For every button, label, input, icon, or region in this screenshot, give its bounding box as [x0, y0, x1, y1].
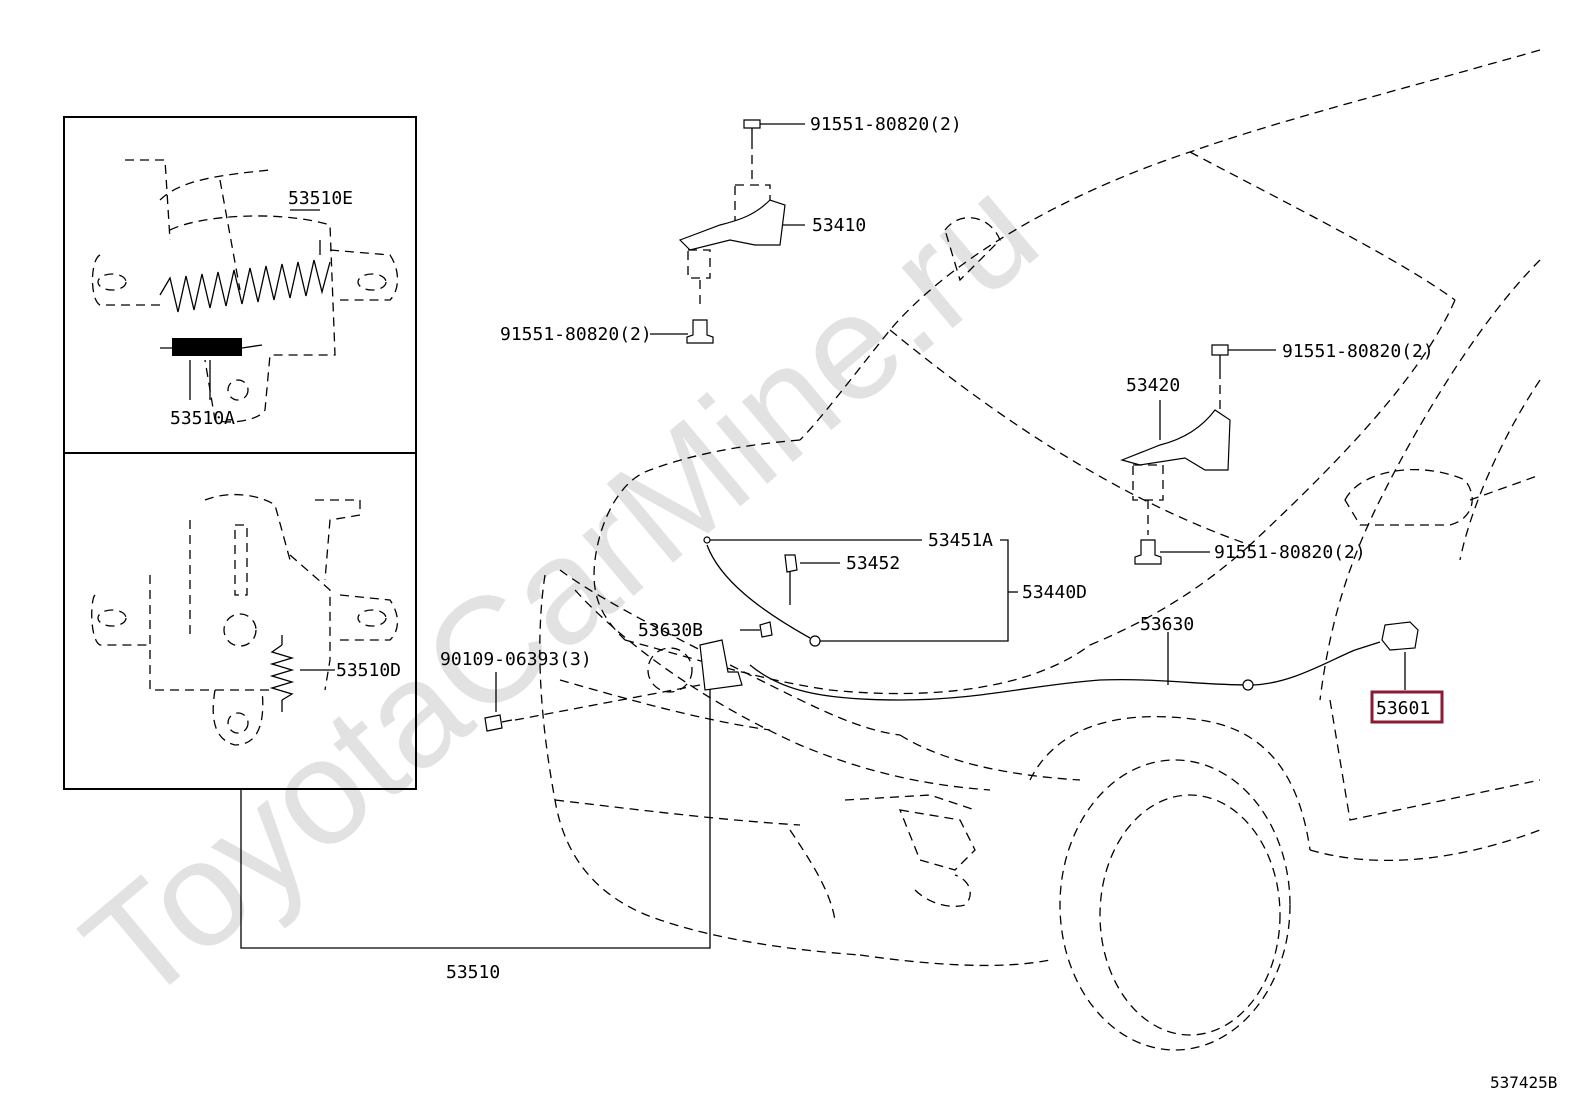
label-53510A: 53510A [170, 408, 235, 429]
label-53510: 53510 [446, 962, 500, 983]
label-53410: 53410 [812, 215, 866, 236]
label-53510E: 53510E [288, 188, 353, 209]
car-body-outline [539, 49, 1541, 1051]
inset-lock-top: 53510E 53510A [63, 116, 417, 454]
highlight-box [1370, 690, 1444, 724]
label-53510D: 53510D [336, 660, 401, 681]
spring-a-shape [172, 338, 242, 356]
label-bolt-hinge-l-top: 91551-80820(2) [810, 114, 962, 135]
hinge-left: 91551-80820(2) 53410 91551-80820(2) [500, 114, 962, 345]
support-rod: 53451A 53452 53440D [703, 530, 1087, 647]
spring-e-shape [159, 259, 331, 313]
label-53630B: 53630B [638, 620, 703, 641]
hinge-right: 91551-80820(2) 53420 91551-80820(2) [1120, 341, 1434, 565]
label-53451A: 53451A [928, 530, 993, 551]
label-53440D: 53440D [1022, 582, 1087, 603]
diagram-id: 537425B [1490, 1073, 1557, 1092]
inset-lock-bottom: 53510D [63, 452, 417, 790]
label-53420: 53420 [1126, 375, 1180, 396]
release-lever-callout[interactable]: 53601 [1370, 652, 1444, 724]
label-53630: 53630 [1140, 614, 1194, 635]
leader-53510 [240, 688, 711, 949]
spring-d-shape [269, 644, 295, 701]
label-53452: 53452 [846, 553, 900, 574]
watermark: ToyotaCarMine.ru [53, 145, 1068, 1035]
label-53601: 53601 [1376, 698, 1430, 719]
label-bolt-hinge-r-top: 91551-80820(2) [1282, 341, 1434, 362]
label-90109-06393: 90109-06393(3) [440, 649, 592, 670]
label-bolt-hinge-l-bottom: 91551-80820(2) [500, 324, 652, 345]
label-bolt-hinge-r-bottom: 91551-80820(2) [1214, 542, 1366, 563]
hood-lock-and-cable: 53630B 53630 90109-06393(3) [440, 614, 1419, 732]
